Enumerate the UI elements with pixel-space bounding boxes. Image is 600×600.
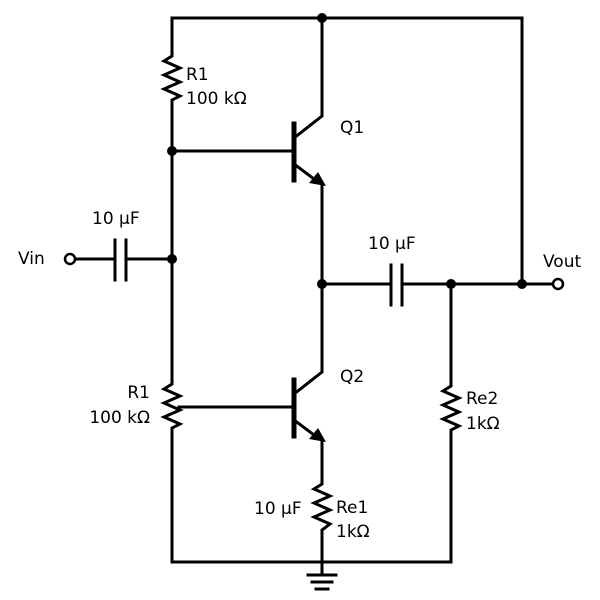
- vout-terminal: [551, 277, 565, 291]
- r1-top-name: R1: [186, 65, 209, 85]
- r1-bottom-name: R1: [127, 383, 150, 403]
- vout-label: Vout: [543, 252, 581, 272]
- q1-label: Q1: [340, 118, 364, 138]
- q2-emitter-arrow: [309, 428, 326, 442]
- re1-name: Re1: [336, 498, 368, 518]
- vin-terminal: [63, 252, 77, 266]
- re2-value: 1kΩ: [466, 414, 500, 434]
- ground-icon: [306, 573, 338, 591]
- cout-value: 10 μF: [368, 234, 416, 254]
- q2-label: Q2: [340, 367, 364, 387]
- re1-value: 1kΩ: [336, 522, 370, 542]
- q2-collector-lead: [291, 362, 324, 397]
- r1-bottom-value: 100 kΩ: [89, 408, 150, 428]
- q1-collector-lead: [291, 16, 324, 141]
- re1-resistor: [310, 478, 334, 536]
- q1-emitter-arrow: [309, 172, 326, 186]
- vin-label: Vin: [18, 249, 45, 269]
- re2-resistor: [439, 380, 463, 436]
- re2-name: Re2: [466, 389, 498, 409]
- r1-top-resistor: [160, 50, 184, 106]
- r1-top-value: 100 kΩ: [186, 89, 247, 109]
- cin-value: 10 μF: [92, 209, 140, 229]
- r1-bottom-resistor: [160, 380, 184, 434]
- c-emitter-value: 10 μF: [254, 499, 302, 519]
